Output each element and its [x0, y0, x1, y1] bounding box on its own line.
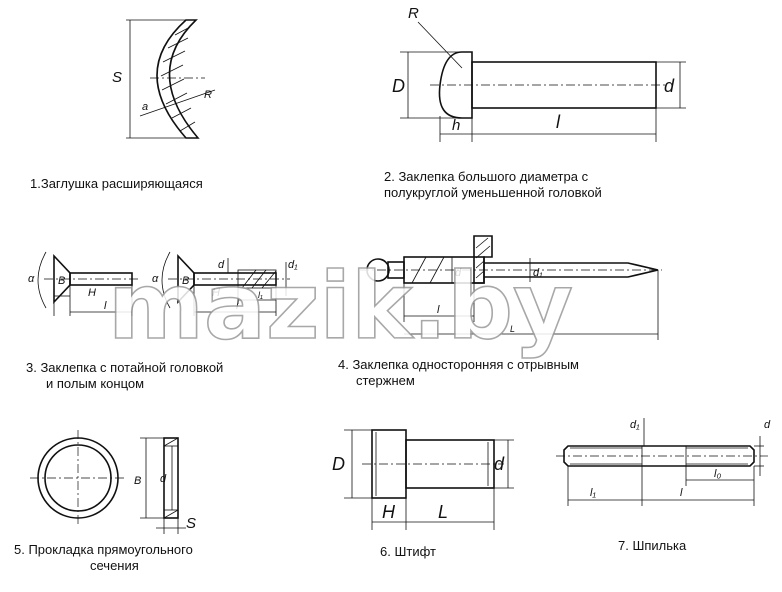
caption-item4-line1: 4. Заклепка односторонняя с отрывным: [338, 357, 579, 372]
rivet-round-head: [438, 51, 473, 119]
rivet-round-dim-d: d: [664, 76, 675, 96]
rivet-csk2-dim-b: B: [182, 275, 189, 287]
pin-dim-d-head: D: [332, 454, 345, 474]
rivet-round-dim-r: R: [408, 5, 419, 22]
stud-dim-l0: l₀: [714, 468, 721, 480]
caption-item3-line2: и полым концом: [46, 376, 144, 391]
rivet-csk1-dim-l: l: [104, 300, 107, 312]
rivet-blind-dim-l: l: [437, 304, 440, 316]
plug-dim-r: R: [204, 89, 212, 101]
rivet-csk2-dim-l: l: [236, 300, 239, 312]
plug-dim-s: S: [112, 69, 122, 86]
caption-item2-line2: полукруглой уменьшенной головкой: [384, 185, 602, 200]
rivet-csk2-dim-d: d: [218, 259, 225, 271]
rivet-csk1-dim-b: B: [58, 275, 65, 287]
stud-dim-l1: l₁: [590, 487, 596, 499]
figure-rivet-countersunk-1: α B H l: [28, 251, 140, 316]
pin-dim-l: L: [438, 502, 448, 522]
figure-rivet-blind: d d₁ l L: [360, 235, 662, 340]
rivet-csk1-dim-alpha: α: [28, 273, 35, 285]
rivet-round-dim-l: l: [556, 112, 561, 132]
stud-dim-l: l: [680, 487, 683, 499]
pin-dim-d: d: [494, 454, 505, 474]
caption-item7: 7. Шпилька: [618, 538, 687, 553]
rivet-round-dim-h: h: [452, 117, 460, 134]
rivet-blind-dim-d1: d₁: [533, 267, 543, 279]
caption-item5-line1: 5. Прокладка прямоугольного: [14, 542, 193, 557]
figure-pin: D d H L: [332, 429, 514, 530]
plug-dim-a: a: [142, 101, 148, 113]
caption-item3-line1: 3. Заклепка с потайной головкой: [26, 360, 223, 375]
stud-body: [563, 445, 755, 467]
stud-dim-d1: d₁: [630, 419, 640, 431]
gasket-dim-s: S: [186, 515, 196, 532]
pin-dim-h: H: [382, 502, 396, 522]
rivet-csk1-dim-h: H: [88, 287, 96, 299]
caption-item5-line2: сечения: [90, 558, 139, 573]
figure-rivet-round: R D h l d: [392, 5, 686, 142]
figure-rivet-countersunk-2: α B H d d₁ l l₁: [152, 251, 298, 316]
plug-body: [156, 19, 200, 139]
gasket-dim-d: d: [160, 473, 167, 485]
rivet-csk2-dim-d1: d₁: [288, 259, 298, 271]
caption-item1: 1.Заглушка расширяющаяся: [30, 176, 203, 191]
caption-item4-line2: стержнем: [356, 373, 415, 388]
figure-stud: d₁ d l₁ l l₀: [556, 418, 771, 506]
rivet-csk2-dim-l1: l₁: [258, 290, 263, 300]
caption-item2-line1: 2. Заклепка большого диаметра с: [384, 169, 589, 184]
rivet-csk2-dim-alpha: α: [152, 273, 159, 285]
caption-item6: 6. Штифт: [380, 544, 436, 559]
rivet-round-dim-d-head: D: [392, 76, 405, 96]
stud-dim-d: d: [764, 419, 771, 431]
rivet-blind-dim-l-total: L: [510, 324, 515, 334]
figure-plug: S a R: [112, 19, 216, 139]
rivet-csk2-dim-h: H: [212, 287, 220, 299]
gasket-dim-b: B: [134, 475, 141, 487]
rivet-blind-dim-d: d: [455, 267, 462, 279]
figure-gasket: B d S: [30, 430, 196, 534]
watermark: mazik.by: [108, 253, 573, 360]
